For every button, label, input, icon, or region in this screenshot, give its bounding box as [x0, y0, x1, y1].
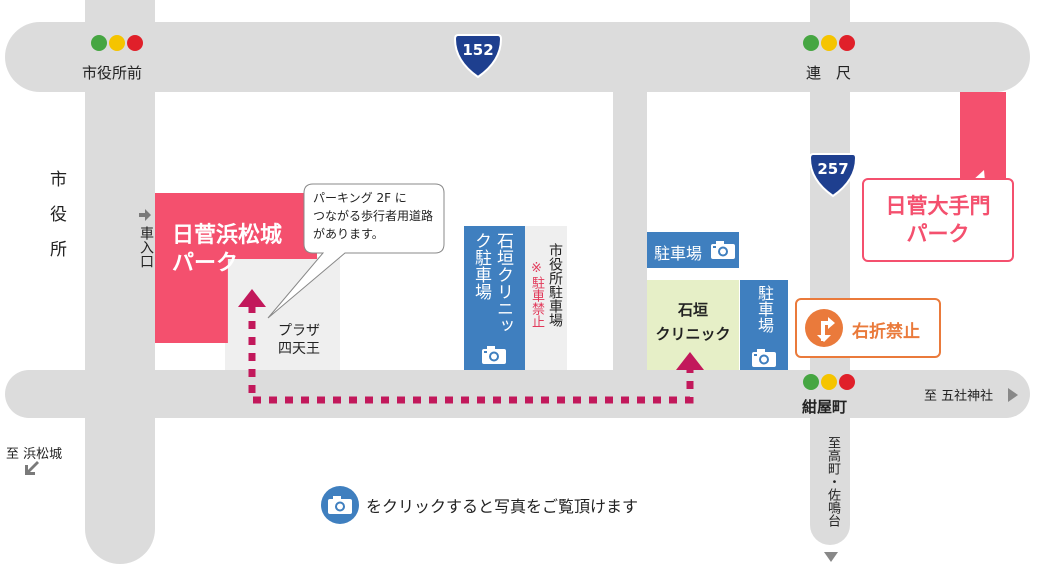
traffic-light-icon — [91, 35, 143, 51]
arrow-down-left-icon — [24, 460, 40, 480]
road-route-257 — [810, 0, 850, 545]
camera-icon[interactable] — [481, 345, 507, 369]
city-hall-label: 市役所 — [46, 170, 66, 275]
direction-takamachi-label: 至高町・佐鳴台 — [825, 436, 840, 527]
pedestrian-path-callout: パーキング 2F に つながる歩行者用道路 があります。 — [267, 183, 445, 319]
park-otemon-marker — [960, 92, 1006, 192]
traffic-light-icon — [803, 35, 855, 51]
parking-side-label: 駐車場 — [755, 285, 774, 333]
triangle-down-icon — [824, 547, 838, 564]
parking-top-label: 駐車場 — [654, 244, 703, 263]
callout-line2: つながる歩行者用道路 — [313, 209, 434, 223]
intersection-renjaku: 連 尺 — [806, 64, 852, 82]
triangle-right-icon — [1008, 387, 1018, 406]
road-middle-vertical — [613, 60, 647, 390]
road-route-152 — [5, 22, 1030, 92]
camera-icon[interactable] — [710, 240, 736, 264]
intersection-shiyakusho-mae: 市役所前 — [82, 64, 143, 82]
park-hamamatsujo-label: 日菅浜松城 パーク — [172, 222, 282, 278]
clinic-line1: 石垣 — [677, 301, 708, 319]
park-otemon-label: 日菅大手門 パーク — [862, 192, 1014, 248]
route-152-number: 152 — [462, 41, 494, 59]
route-257-number: 257 — [817, 160, 849, 178]
camera-icon[interactable] — [751, 348, 777, 372]
route-152-shield: 152 — [452, 31, 504, 79]
road-left-vertical — [85, 0, 155, 564]
direction-gohsha-label: 至 五社神社 — [924, 389, 994, 404]
park-otemon[interactable] — [862, 178, 1014, 262]
camera-icon — [320, 485, 360, 529]
park-otemon-line1: 日菅大手門 — [885, 194, 991, 218]
no-parking-label: ※駐車禁止 — [529, 261, 544, 328]
plaza-label-line1: プラザ — [278, 323, 320, 339]
callout-line1: パーキング 2F に — [313, 191, 407, 205]
ishigaki-clinic-parking-label: 石垣クリニック駐車場 — [470, 232, 514, 342]
no-right-turn-label: 右折禁止 — [852, 322, 920, 342]
no-right-turn-icon — [804, 308, 844, 352]
arrow-right-icon — [138, 207, 152, 226]
ishigaki-clinic-parking-text: 石垣クリニック駐車場 — [471, 232, 513, 334]
park-otemon-line2: パーク — [906, 222, 970, 246]
park-hamamatsujo-line2: パーク — [172, 251, 239, 276]
camera-instruction-note: をクリックすると写真をご覧頂けます — [366, 497, 639, 516]
route-257-shield: 257 — [807, 150, 859, 198]
intersection-konyamachi: 紺屋町 — [802, 398, 848, 416]
ishigaki-clinic-label: 石垣 クリニック — [651, 298, 735, 346]
traffic-light-icon — [803, 374, 855, 390]
plaza-label: プラザ 四天王 — [278, 322, 320, 358]
city-hall-parking-label: 市役所駐車場 — [547, 243, 563, 327]
direction-hamamatsujo-label: 至 浜松城 — [6, 447, 63, 462]
clinic-line2: クリニック — [655, 325, 731, 343]
park-hamamatsujo-line1: 日菅浜松城 — [172, 223, 283, 248]
plaza-label-line2: 四天王 — [278, 341, 320, 357]
car-entrance-label: 車入口 — [138, 226, 154, 268]
callout-line3: があります。 — [313, 227, 384, 241]
road-lower-horizontal — [5, 370, 1030, 418]
